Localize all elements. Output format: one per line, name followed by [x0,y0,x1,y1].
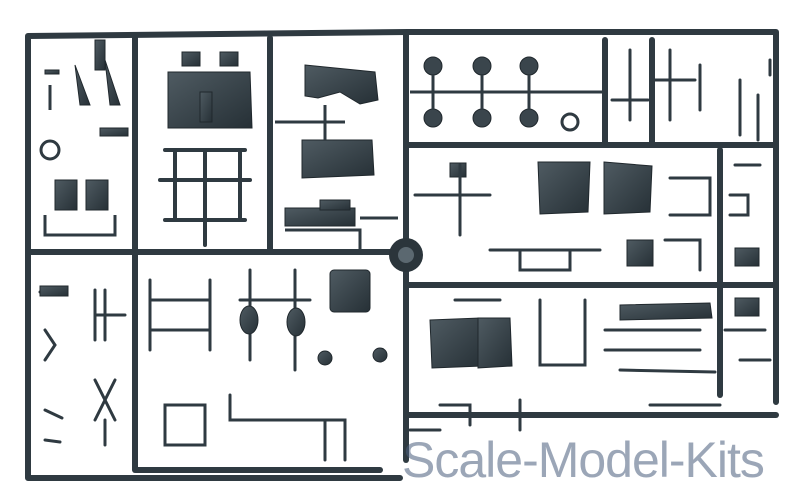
parts-seats [284,64,379,227]
parts-top-left [39,39,129,211]
parts-mid-right [449,161,760,317]
parts-housing [167,51,253,129]
sprue-frame [25,29,779,481]
parts-discs [423,56,580,132]
parts-lower-seats [429,302,713,369]
parts-lower-left [38,268,347,462]
sprue-hub [389,238,423,272]
parts-suspension [158,148,252,247]
watermark-text: Scale-Model-Kits [402,432,765,488]
